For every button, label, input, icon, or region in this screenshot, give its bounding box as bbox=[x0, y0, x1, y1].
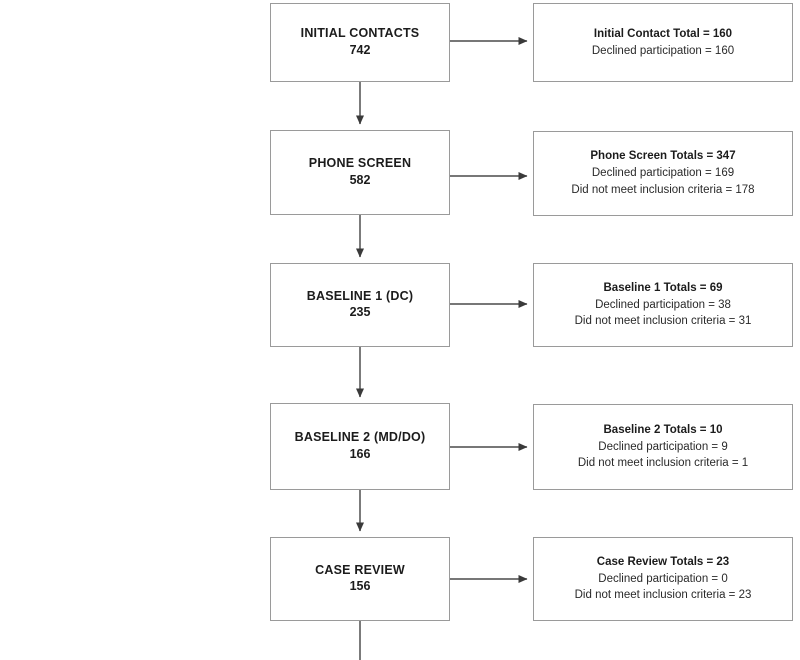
stage-box-phone-screen: PHONE SCREEN 582 bbox=[270, 130, 450, 215]
stage-box-baseline-1: BASELINE 1 (DC) 235 bbox=[270, 263, 450, 347]
exclusion-line: Did not meet inclusion criteria = 1 bbox=[577, 457, 749, 470]
stage-title: CASE REVIEW bbox=[315, 562, 405, 577]
stage-title: BASELINE 1 (DC) bbox=[306, 288, 414, 303]
exclusion-title: Initial Contact Total = 160 bbox=[593, 27, 733, 40]
exclusion-line: Declined participation = 169 bbox=[591, 167, 735, 180]
exclusion-box-phone-screen: Phone Screen Totals = 347 Declined parti… bbox=[533, 131, 793, 216]
exclusion-box-baseline-1: Baseline 1 Totals = 69 Declined particip… bbox=[533, 263, 793, 347]
exclusion-title: Phone Screen Totals = 347 bbox=[590, 150, 736, 163]
stage-count: 582 bbox=[349, 172, 371, 187]
exclusion-title: Baseline 1 Totals = 69 bbox=[603, 281, 723, 294]
stage-title: PHONE SCREEN bbox=[308, 156, 412, 171]
stage-count: 235 bbox=[349, 305, 371, 320]
stage-box-case-review: CASE REVIEW 156 bbox=[270, 537, 450, 621]
stage-title: INITIAL CONTACTS bbox=[300, 26, 420, 41]
stage-title: BASELINE 2 (MD/DO) bbox=[294, 430, 426, 445]
exclusion-line: Did not meet inclusion criteria = 178 bbox=[571, 183, 755, 196]
exclusion-box-baseline-2: Baseline 2 Totals = 10 Declined particip… bbox=[533, 404, 793, 490]
exclusion-title: Case Review Totals = 23 bbox=[596, 555, 730, 568]
exclusion-line: Declined participation = 160 bbox=[591, 44, 735, 57]
stage-box-initial-contacts: INITIAL CONTACTS 742 bbox=[270, 3, 450, 82]
exclusion-title: Baseline 2 Totals = 10 bbox=[603, 423, 723, 436]
exclusion-line: Did not meet inclusion criteria = 23 bbox=[574, 589, 752, 602]
exclusion-line: Did not meet inclusion criteria = 31 bbox=[574, 315, 752, 328]
stage-count: 742 bbox=[349, 42, 371, 57]
stage-count: 156 bbox=[349, 579, 371, 594]
exclusion-line: Declined participation = 0 bbox=[598, 572, 728, 585]
exclusion-line: Declined participation = 38 bbox=[595, 298, 731, 311]
stage-box-baseline-2: BASELINE 2 (MD/DO) 166 bbox=[270, 403, 450, 490]
exclusion-box-case-review: Case Review Totals = 23 Declined partici… bbox=[533, 537, 793, 621]
exclusion-box-initial-contact: Initial Contact Total = 160 Declined par… bbox=[533, 3, 793, 82]
stage-count: 166 bbox=[349, 446, 371, 461]
exclusion-line: Declined participation = 9 bbox=[598, 440, 728, 453]
